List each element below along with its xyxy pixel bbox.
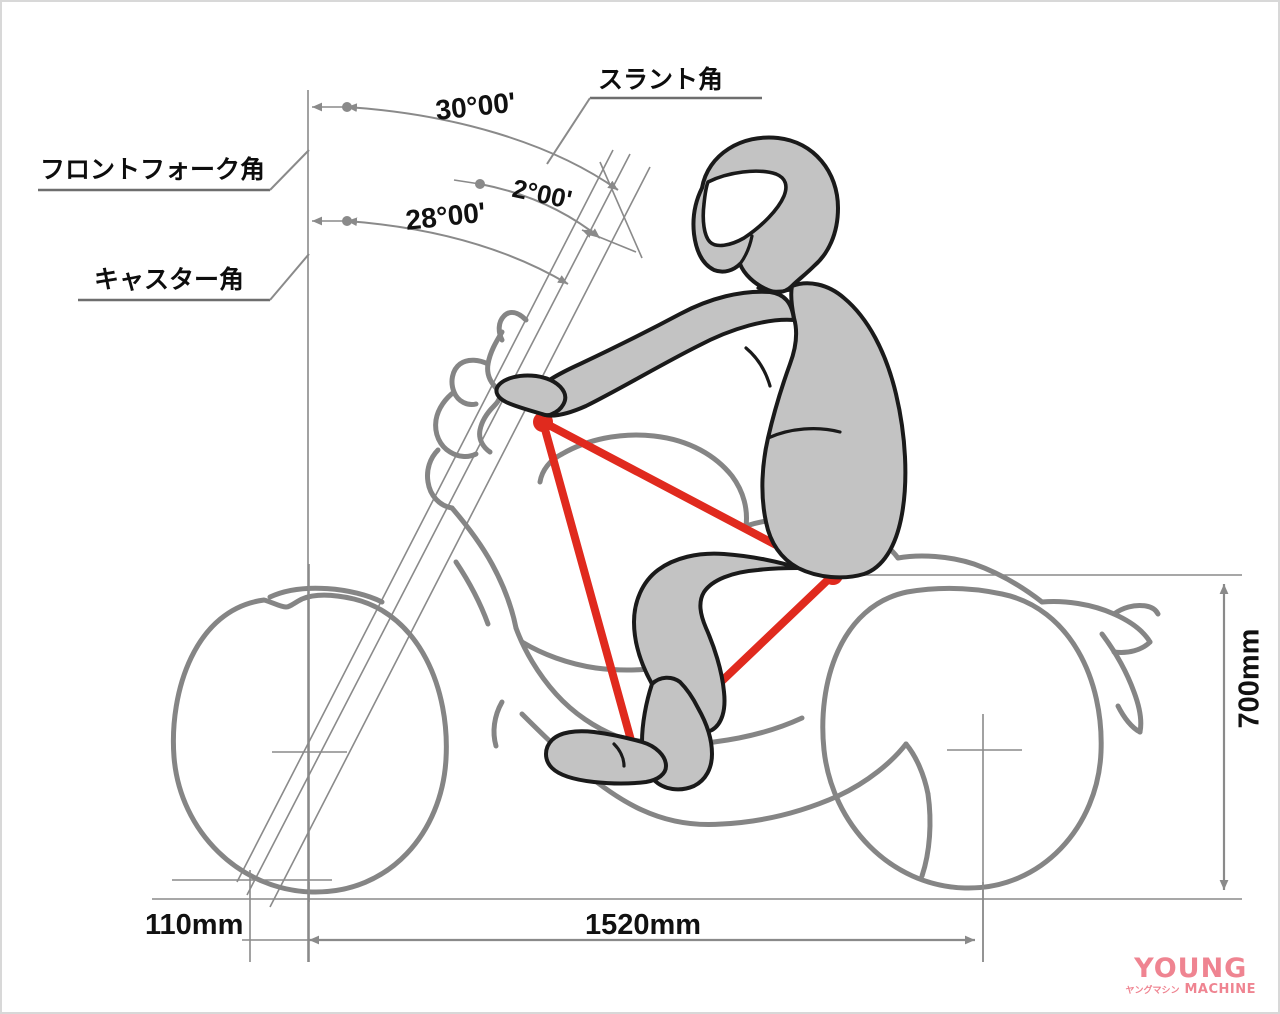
rider-boot [544,729,668,786]
trail-construction-lines [172,870,332,962]
slant-angle-arc [453,161,643,259]
logo-kana-text: ヤングマシン [1125,986,1180,996]
dimension-seat-height: 700mm [1233,628,1266,729]
front-fork-label-leader [38,149,310,192]
caster-angle-arc [312,216,569,285]
logo-machine-text: MACHINE [1184,982,1256,997]
label-slant-angle: スラント角 [598,65,724,94]
rider-arm [530,289,796,418]
slant-label-leader [546,96,762,165]
wheelbase-dimension [242,882,984,962]
dimension-wheelbase-value: 1520mm [585,909,702,941]
label-front-fork-angle: フロントフォーク角 [40,155,266,184]
rider-figure [494,135,908,792]
dimension-trail: 110mm [145,909,244,941]
fork-axis-lines [236,149,651,908]
rear-wheel-axle-crosshair [947,714,1022,962]
front-wheel-axle-crosshair [272,564,347,902]
caster-label-leader [78,253,310,302]
helmet-visor [701,169,788,248]
seat-height-dimension [842,574,1242,890]
young-machine-logo: YOUNG ヤングマシン MACHINE [1125,955,1256,996]
rider-glove [494,373,568,418]
label-caster-angle: キャスター角 [94,265,245,294]
logo-main-text: YOUNG [1134,953,1248,984]
front-fork-angle-arc [312,102,619,191]
